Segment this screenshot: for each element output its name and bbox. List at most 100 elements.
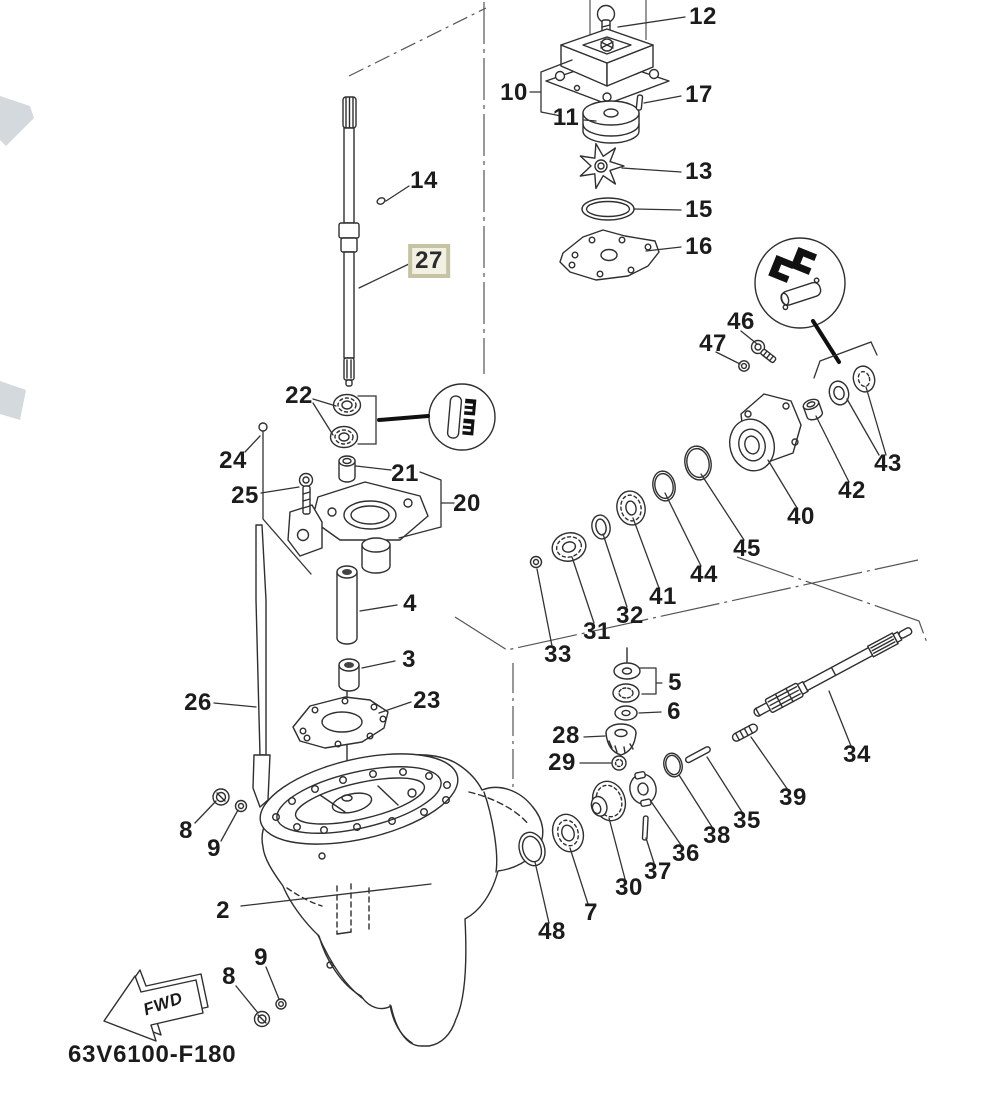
part-label-25[interactable]: 25	[231, 482, 259, 509]
washer-32	[590, 513, 613, 540]
bolt-25	[300, 474, 313, 515]
nut-33	[531, 557, 542, 568]
part-label-39[interactable]: 39	[779, 784, 807, 811]
oring-15	[582, 198, 634, 220]
carrier-plate-20	[288, 482, 428, 573]
part-label-24[interactable]: 24	[219, 447, 247, 474]
seal-48	[515, 829, 549, 869]
part-label-36[interactable]: 36	[672, 840, 700, 867]
leader-lines	[195, 17, 886, 1013]
bushing-21	[339, 456, 355, 482]
part-label-41[interactable]: 41	[649, 583, 677, 610]
watermark-fragments	[0, 96, 34, 420]
plug-8-upper	[213, 789, 229, 805]
spring-pin-39	[731, 723, 759, 743]
washer-5a	[614, 663, 640, 679]
washer-47	[739, 361, 749, 371]
gear-30	[585, 777, 630, 826]
pin-17	[636, 95, 643, 110]
part-label-12[interactable]: 12	[689, 3, 717, 30]
pin-37	[642, 816, 648, 840]
part-label-22[interactable]: 22	[285, 382, 313, 409]
part-label-11[interactable]: 11	[552, 104, 580, 131]
pin-14	[376, 197, 386, 206]
part-label-26[interactable]: 26	[184, 689, 212, 716]
washer-9-upper	[236, 801, 247, 812]
part-label-13[interactable]: 13	[685, 158, 713, 185]
part-label-48[interactable]: 48	[538, 918, 566, 945]
part-label-33[interactable]: 33	[544, 641, 572, 668]
part-label-27[interactable]: 27	[408, 244, 450, 278]
impeller-13	[580, 144, 624, 189]
part-label-8-upper[interactable]: 8	[179, 817, 193, 844]
part-label-32[interactable]: 32	[616, 602, 644, 629]
part-label-34[interactable]: 34	[843, 741, 871, 768]
water-pump-group	[546, 6, 669, 281]
construction-lines	[349, 0, 927, 851]
part-label-17[interactable]: 17	[685, 81, 713, 108]
bearing-41	[614, 488, 648, 527]
part-label-43[interactable]: 43	[874, 450, 902, 477]
oring-44	[650, 469, 678, 503]
oring-45	[682, 444, 715, 483]
bearing-7	[548, 810, 588, 855]
part-label-37[interactable]: 37	[644, 858, 672, 885]
part-label-31[interactable]: 31	[583, 618, 611, 645]
bearing-housing-40	[724, 394, 801, 476]
clutch-dog-36	[627, 770, 660, 809]
part-label-38[interactable]: 38	[703, 822, 731, 849]
part-label-42[interactable]: 42	[838, 477, 866, 504]
part-label-30[interactable]: 30	[615, 874, 643, 901]
part-label-23[interactable]: 23	[413, 687, 441, 714]
part-label-35[interactable]: 35	[733, 807, 761, 834]
part-label-2[interactable]: 2	[216, 897, 230, 924]
part-label-28[interactable]: 28	[552, 722, 580, 749]
part-label-40[interactable]: 40	[787, 503, 815, 530]
washer-6	[615, 706, 637, 720]
bearing-31	[549, 529, 589, 565]
driveshaft-bearing-group	[259, 395, 454, 575]
pump-plate-16	[560, 230, 659, 280]
part-label-16[interactable]: 16	[685, 233, 713, 260]
part-label-45[interactable]: 45	[733, 535, 761, 562]
part-label-14[interactable]: 14	[410, 167, 438, 194]
part-label-7[interactable]: 7	[584, 899, 598, 926]
part-label-10[interactable]: 10	[500, 79, 528, 106]
part-label-46[interactable]: 46	[727, 308, 755, 335]
part-label-21[interactable]: 21	[391, 460, 419, 487]
washer-9-lower	[276, 999, 286, 1009]
nut-29	[612, 756, 626, 770]
pump-housing-10	[546, 29, 669, 104]
bearing-43a	[827, 379, 852, 407]
bearing-detail-circle	[429, 384, 495, 450]
part-label-20[interactable]: 20	[453, 490, 481, 517]
bolt-46	[752, 341, 777, 364]
part-label-9-upper[interactable]: 9	[207, 835, 221, 862]
bushing-42	[802, 397, 824, 421]
part-label-9-lower[interactable]: 9	[254, 944, 268, 971]
part-label-8-lower[interactable]: 8	[222, 963, 236, 990]
part-label-47[interactable]: 47	[699, 330, 727, 357]
dowel-pin-24	[259, 423, 311, 574]
part-label-3[interactable]: 3	[402, 646, 416, 673]
part-label-44[interactable]: 44	[690, 561, 718, 588]
plug-8-lower	[255, 1012, 270, 1027]
pin-35	[685, 746, 711, 764]
part-label-4[interactable]: 4	[403, 590, 417, 617]
prop-shaft-34	[751, 623, 915, 720]
driveshaft-27[interactable]	[339, 97, 359, 386]
part-label-15[interactable]: 15	[685, 196, 713, 223]
part-label-5[interactable]: 5	[668, 669, 682, 696]
gasket-23	[293, 697, 388, 748]
part-label-29[interactable]: 29	[548, 749, 576, 776]
bearing-43b	[850, 364, 877, 395]
shift-rod-26	[253, 525, 270, 807]
gearcase-housing-2	[252, 737, 543, 1046]
mid-bearing-group	[531, 341, 878, 568]
part-label-6[interactable]: 6	[667, 698, 681, 725]
bearing-22b	[331, 427, 358, 448]
nut-5b	[613, 684, 639, 702]
